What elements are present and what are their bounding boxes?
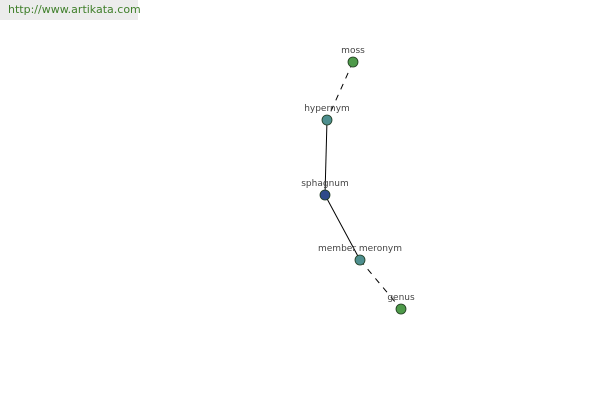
node-genus-marker[interactable] — [395, 303, 407, 315]
node-moss[interactable]: moss — [341, 46, 365, 68]
edge-moss-hypernym — [326, 61, 354, 121]
edge-sphagnum-member-meronym — [324, 194, 361, 261]
node-sphagnum[interactable]: sphagnum — [301, 179, 349, 201]
node-moss-label: moss — [341, 46, 365, 56]
node-sphagnum-marker[interactable] — [319, 189, 331, 201]
node-hypernym[interactable]: hypernym — [304, 104, 350, 126]
node-moss-marker[interactable] — [347, 56, 359, 68]
node-hypernym-label: hypernym — [304, 104, 350, 114]
edge-member-meronym-genus — [359, 259, 402, 310]
source-url-link[interactable]: http://www.artikata.com — [0, 0, 141, 20]
node-member-meronym-label: member meronym — [318, 244, 402, 254]
nodes-layer: moss hypernym sphagnum member meronym genus — [301, 46, 415, 315]
edge-hypernym-sphagnum — [324, 119, 328, 196]
node-hypernym-marker[interactable] — [321, 114, 333, 126]
node-genus[interactable]: genus — [387, 293, 415, 315]
node-member-meronym[interactable]: member meronym — [318, 244, 402, 266]
node-member-meronym-marker[interactable] — [354, 254, 366, 266]
node-sphagnum-label: sphagnum — [301, 179, 349, 189]
node-genus-label: genus — [387, 293, 415, 303]
edges-layer — [324, 61, 402, 310]
